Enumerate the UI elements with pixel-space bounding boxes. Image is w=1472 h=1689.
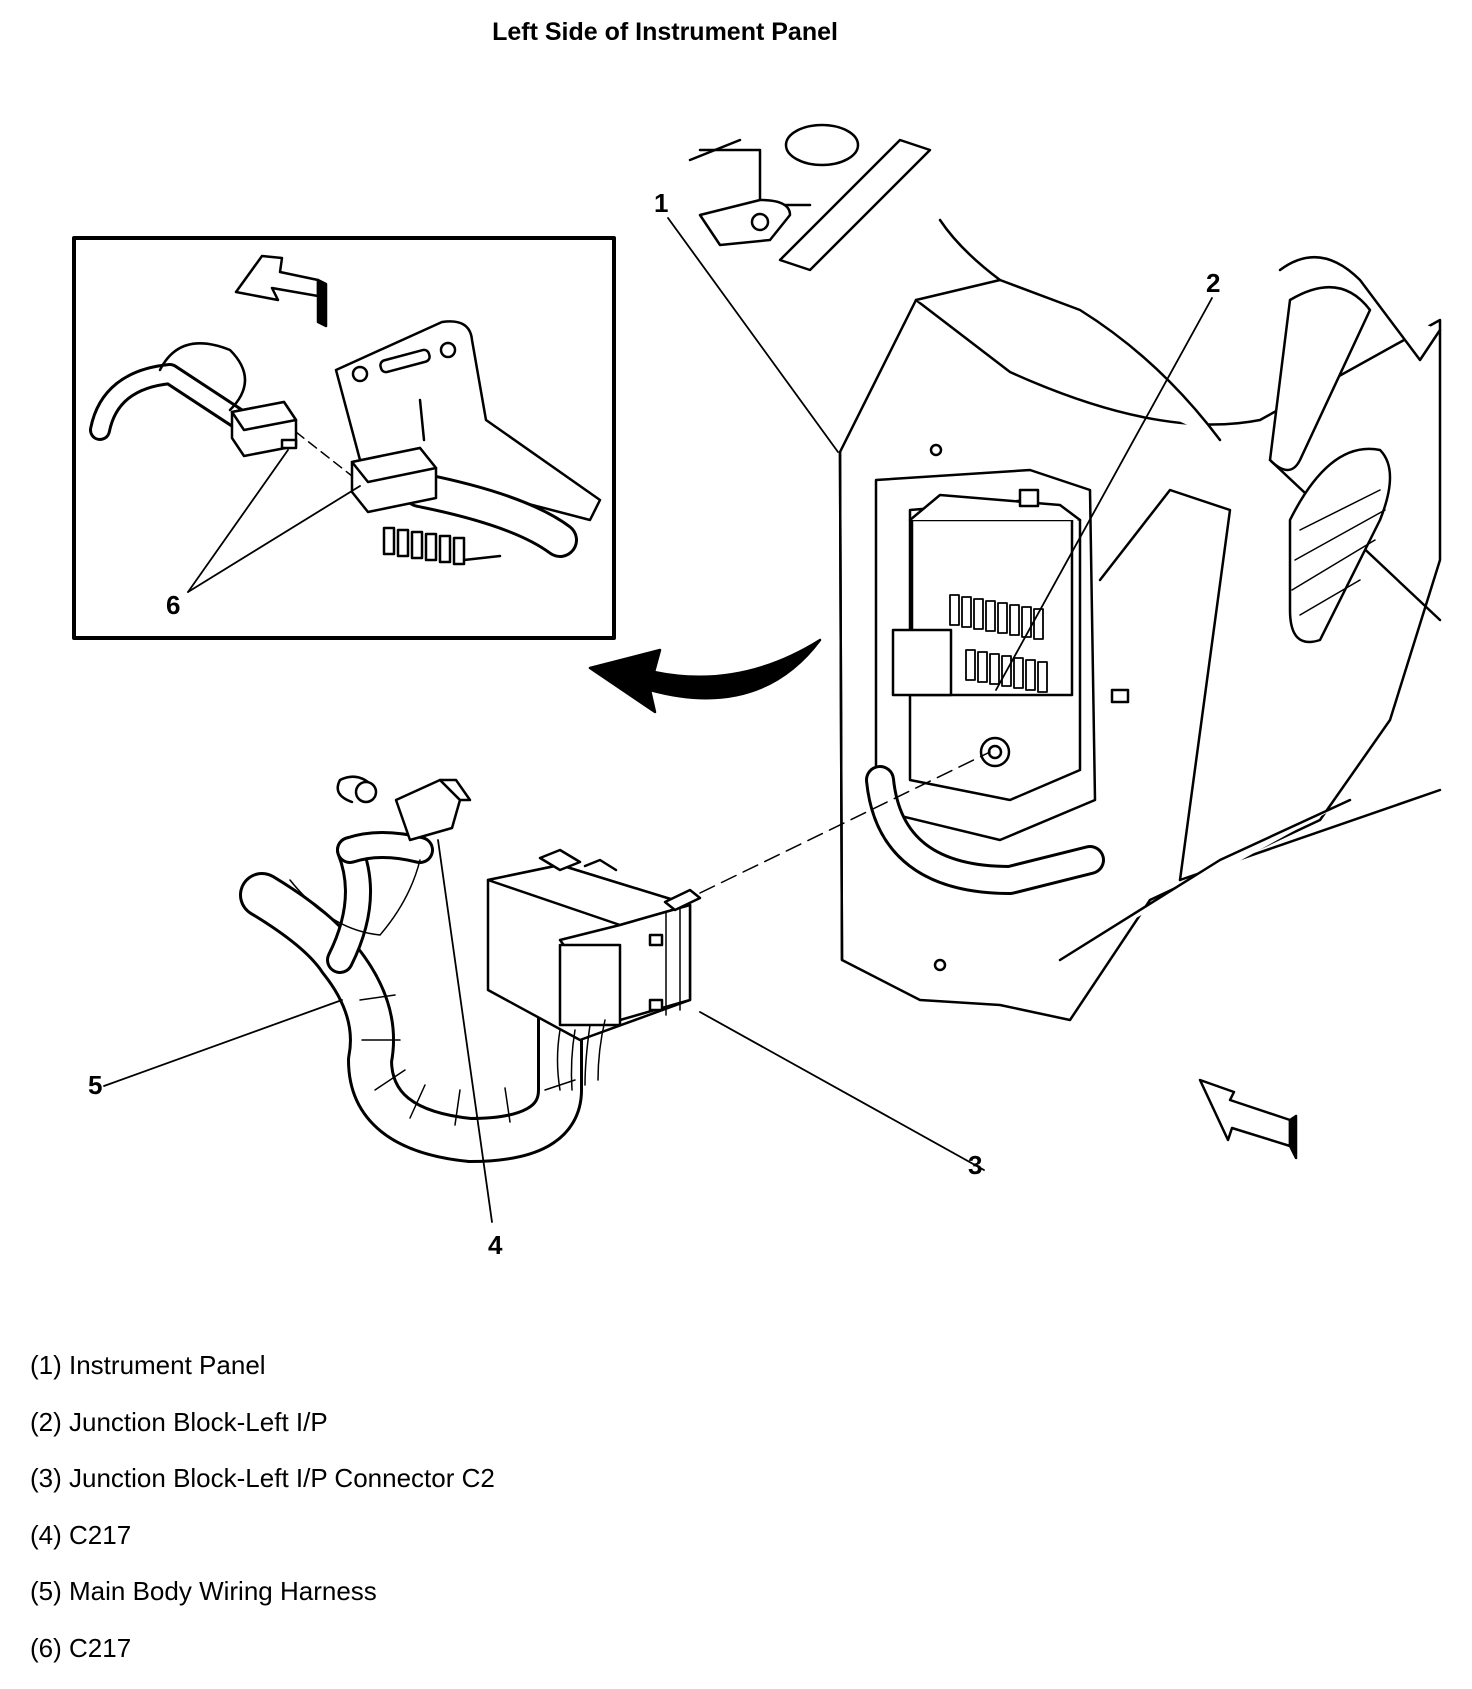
callout-1: 1 <box>654 188 668 218</box>
legend-item: (5) Main Body Wiring Harness <box>30 1576 495 1633</box>
legend-item: (4) C217 <box>30 1520 495 1577</box>
instrument-panel-diagram: 1 2 3 4 5 6 <box>0 0 1472 1340</box>
legend-item: (2) Junction Block-Left I/P <box>30 1407 495 1464</box>
inset-connector-c217-male <box>232 402 296 456</box>
c217-connector <box>396 780 470 840</box>
legend-list: (1) Instrument Panel (2) Junction Block-… <box>30 1350 495 1689</box>
legend-item: (6) C217 <box>30 1633 495 1689</box>
view-direction-arrow <box>590 640 820 712</box>
detail-inset-frame <box>74 238 614 638</box>
callout-6: 6 <box>166 590 180 620</box>
callout-2: 2 <box>1206 268 1220 298</box>
legend-item: (1) Instrument Panel <box>30 1350 495 1407</box>
legend-item: (3) Junction Block-Left I/P Connector C2 <box>30 1463 495 1520</box>
bottom-direction-arrow <box>1200 1080 1296 1158</box>
junction-block-connector-c2 <box>488 850 690 1040</box>
inset-direction-arrow <box>236 256 326 326</box>
inset-terminal-row <box>384 528 500 564</box>
junction-block-relay <box>893 630 951 695</box>
callout-3: 3 <box>968 1150 982 1180</box>
callout-4: 4 <box>488 1230 503 1260</box>
callout-5: 5 <box>88 1070 102 1100</box>
